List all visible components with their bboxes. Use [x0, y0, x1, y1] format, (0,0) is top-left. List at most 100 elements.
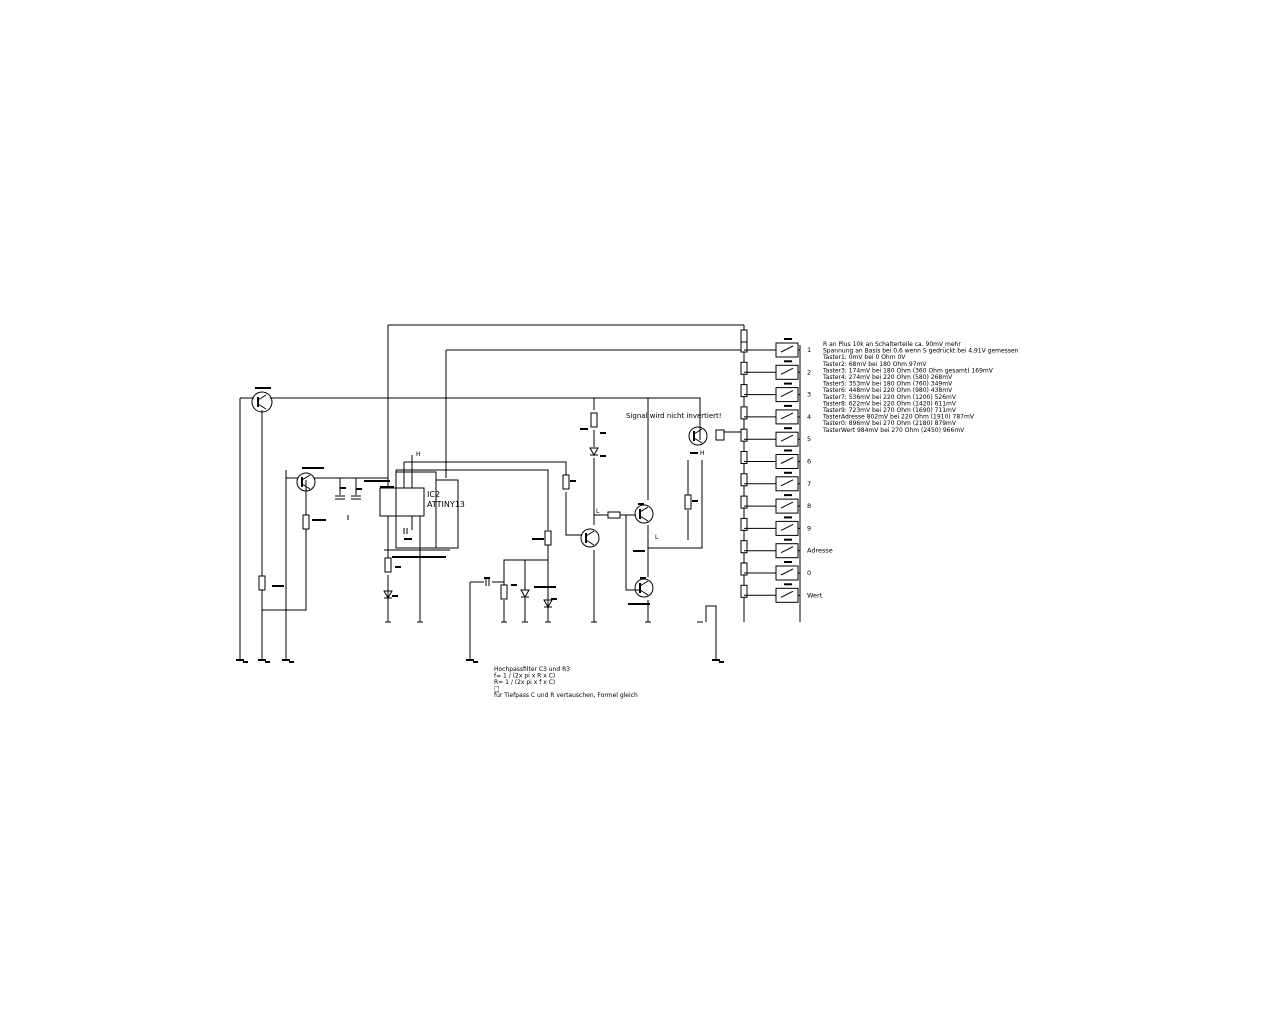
part-label-mark [255, 387, 271, 389]
wire [270, 397, 701, 440]
ladder-resistor [740, 406, 748, 420]
switch-contact [780, 546, 794, 554]
part-label-mark [302, 467, 324, 469]
transistor-collector [693, 428, 703, 435]
resistor-symbol [258, 575, 266, 591]
part-label-mark [633, 550, 645, 552]
part-label-mark [356, 488, 362, 490]
diode-symbol [543, 599, 553, 609]
switch-label-mark [784, 382, 792, 385]
wire [503, 559, 548, 585]
measurement-notes: R an Plus 10k an Schalterteile ca. 90mV … [822, 341, 1019, 434]
note-line: Taster6: 448mV bei 220 Ohm (980) 438mV [822, 387, 953, 394]
note-line: Taster3: 174mV bei 180 Ohm (360 Ohm gesa… [822, 367, 994, 374]
switch-contact [780, 568, 794, 576]
transistor-symbol [634, 578, 654, 598]
filter-note-line: für Tiefpass C und R vertauschen, Formel… [494, 692, 638, 699]
output-label: 5 [807, 435, 811, 443]
ladder-resistor [740, 473, 748, 487]
ic-frame [395, 471, 437, 549]
part-label-mark [692, 500, 698, 502]
label-l-1: L [596, 508, 600, 515]
note-line: Taster2: 68mV bei 180 Ohm 97mV [822, 361, 927, 368]
part-label-mark [312, 519, 326, 521]
transistor-symbol [296, 472, 316, 492]
note-line: Taster7: 536mV bei 220 Ohm (1200) 526mV [822, 394, 957, 401]
switch-label-mark [784, 494, 792, 497]
note-line: Taster4: 274mV bei 220 Ohm (580) 268mV [822, 374, 953, 381]
switch-body [775, 409, 799, 425]
output-label: 9 [807, 524, 811, 532]
part-label-mark [511, 584, 517, 586]
output-label: 3 [807, 391, 811, 399]
resistor-symbol [562, 474, 570, 490]
note-line: R an Plus 10k an Schalterteile ca. 90mV … [823, 341, 961, 348]
note-line: Spannung an Basis bei 0,6 wenn S gedrück… [823, 348, 1019, 355]
ladder-resistor [740, 517, 748, 531]
switch-label-mark [784, 427, 792, 430]
switch-body [775, 454, 799, 469]
part-label-mark [638, 503, 644, 505]
signal-note: Signal wird nicht invertiert! [626, 412, 722, 420]
transistor-emitter [639, 589, 649, 596]
part-label-mark [392, 556, 446, 558]
transistor-emitter [693, 437, 703, 444]
switch-contact [780, 367, 794, 375]
switch-label-mark [784, 360, 792, 363]
transistor-emitter [257, 403, 267, 410]
switch-label-mark [784, 449, 792, 452]
transistor-collector [639, 506, 649, 513]
note-line: TasterAdresse 802mV bei 220 Ohm (1910) 7… [822, 414, 975, 421]
ladder-resistor [740, 361, 748, 375]
transistor-collector [301, 474, 311, 481]
switch-contact [780, 434, 794, 442]
ic-type-label: ATTINY13 [427, 500, 465, 509]
part-label-mark [628, 603, 650, 605]
diode-symbol [589, 447, 599, 457]
switch-contact [780, 390, 794, 398]
output-label: 4 [807, 413, 811, 421]
transistor-collector [585, 530, 595, 537]
output-label: 6 [807, 458, 811, 466]
note-line: Taster8: 622mV bei 220 Ohm (1420) 611mV [822, 400, 957, 407]
output-label: Wert [807, 591, 823, 599]
switch-contact [780, 523, 794, 531]
label-l-2: L [655, 534, 659, 541]
note-line: Taster5: 353mV bei 180 Ohm (760) 349mV [822, 381, 953, 388]
switch-contact [780, 590, 794, 598]
ladder-resistor [740, 451, 748, 464]
switch-label-mark [784, 471, 792, 474]
part-label-mark [395, 566, 401, 568]
ic-body [379, 487, 425, 517]
ladder-resistor [740, 562, 748, 576]
wire [705, 605, 717, 660]
output-label: 7 [807, 480, 811, 488]
resistor-symbol [590, 412, 598, 428]
ladder-resistor [740, 384, 748, 398]
transistor-symbol [688, 426, 708, 446]
transistor-emitter [301, 483, 311, 490]
note-line: Taster9: 723mV bei 270 Ohm (1690) 711mV [822, 407, 957, 414]
output-label: 1 [807, 346, 811, 354]
switch-label-mark [784, 561, 792, 563]
switch-label-mark [784, 404, 792, 407]
schematic-wires [236, 324, 801, 663]
ladder-resistor [740, 584, 748, 598]
switch-ladder [715, 329, 800, 603]
switch-body [775, 387, 799, 403]
transistor-emitter [639, 515, 649, 522]
note-line: Taster1: 0mV bei 0 Ohm 0V [822, 354, 906, 361]
switch-contact [780, 479, 794, 487]
part-label-mark [534, 586, 556, 588]
input-resistor [715, 429, 725, 441]
resistor-symbol [384, 557, 392, 573]
part-label-mark [404, 538, 412, 540]
transistor-symbol [580, 528, 600, 548]
resistor-symbol [544, 530, 552, 546]
part-label-mark [600, 432, 606, 434]
part-label-mark [380, 486, 394, 488]
transistor-symbol [634, 504, 654, 524]
wire [396, 469, 549, 530]
diode-symbol [383, 590, 393, 600]
